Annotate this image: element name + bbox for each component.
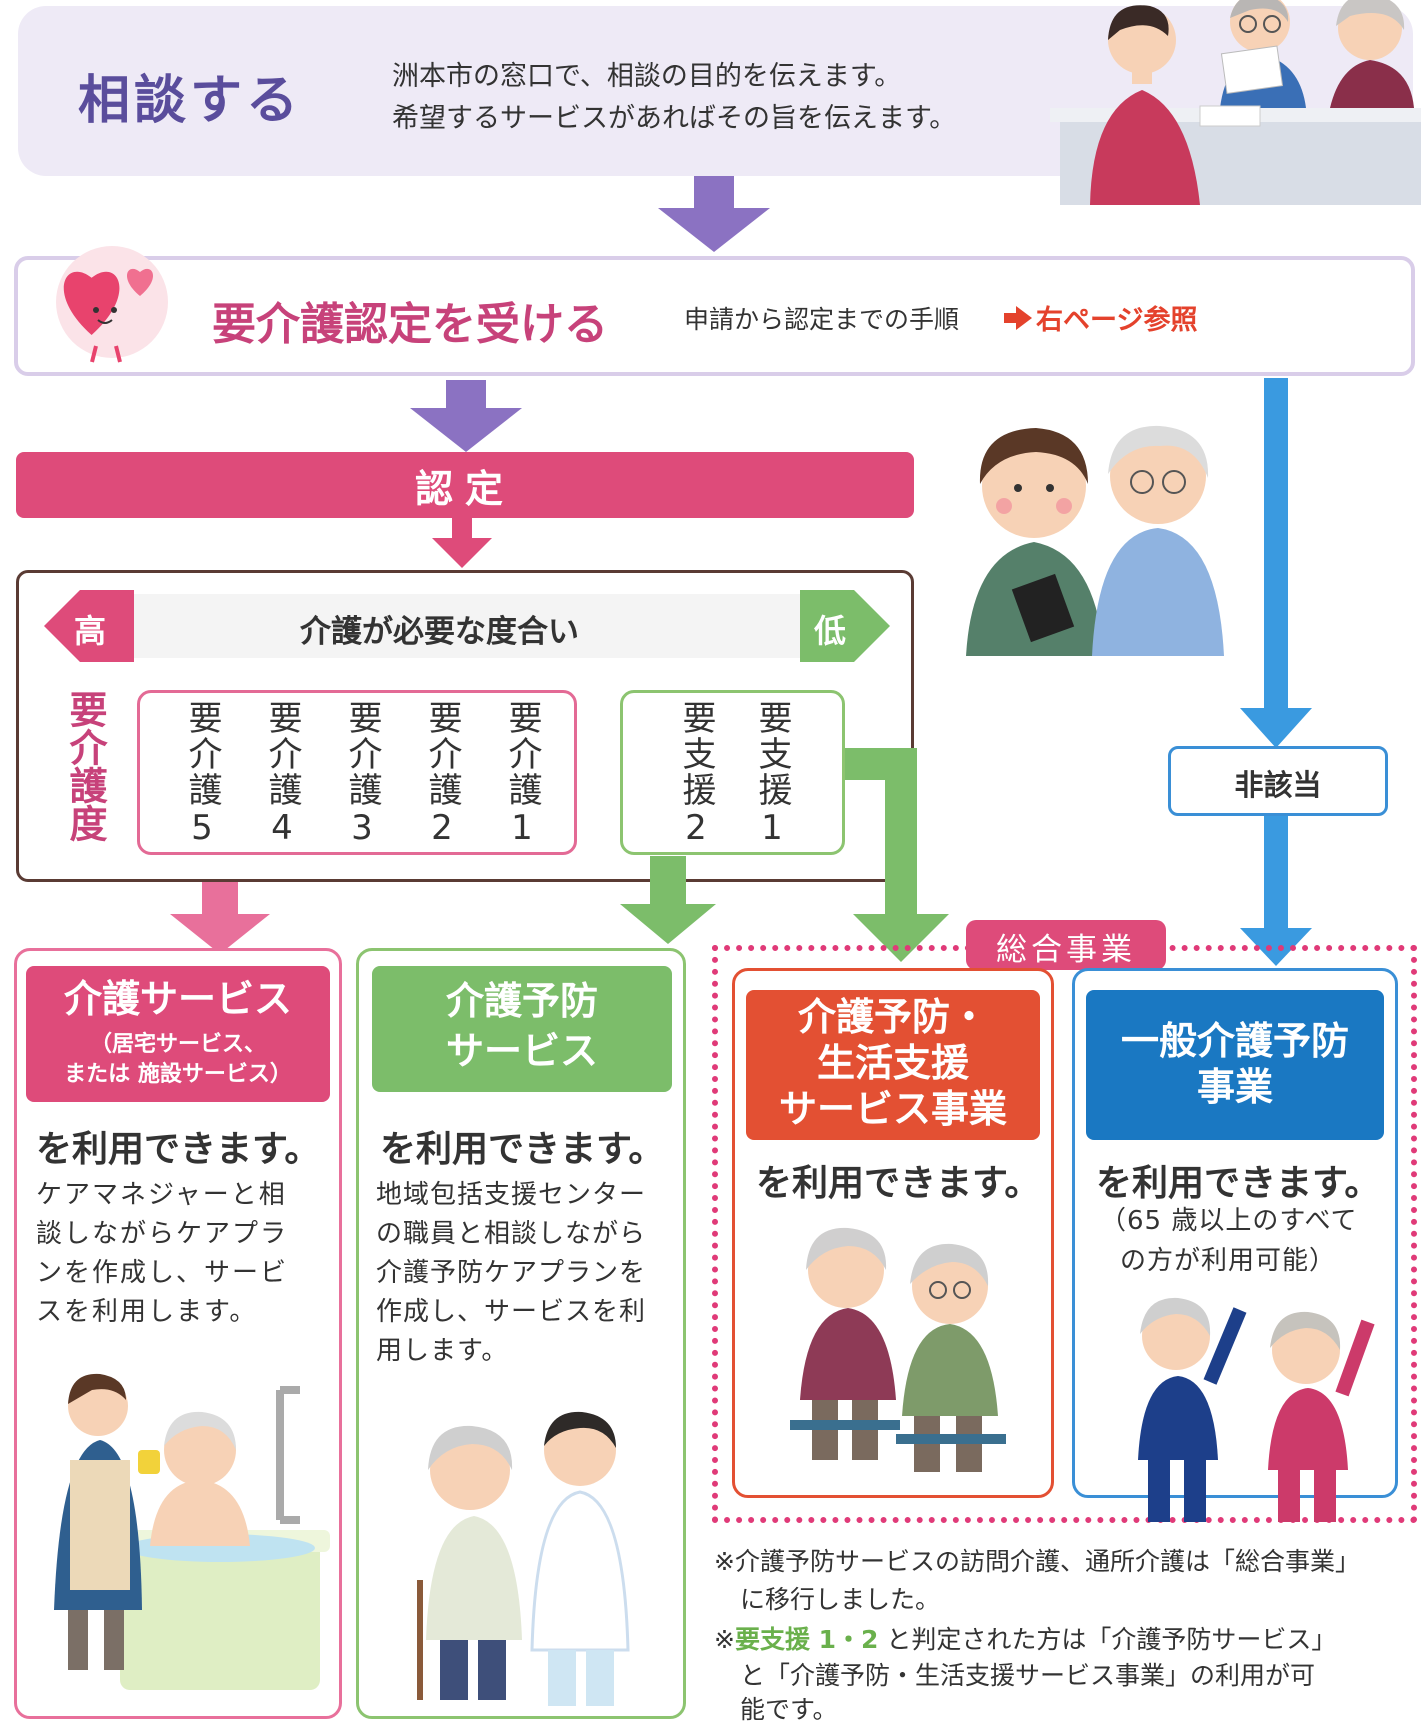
general-prevention-title2: 事業 (1196, 1065, 1273, 1109)
arrow-down-icon (1240, 378, 1312, 748)
general-prevention-desc-line: の方が利用可能） (1120, 1246, 1337, 1276)
stretching-seniors-illustration (1138, 1297, 1375, 1522)
consult-text-line2: 希望するサービスがあればその旨を伝えます。 (392, 103, 957, 134)
support-level-2: 要支援2 (676, 700, 716, 850)
prevention-service-title1: 介護予防 (445, 979, 598, 1023)
note-line: と「介護予防・生活支援サービス事業」の利用が可 (740, 1661, 1316, 1690)
consult-title: 相談する (78, 71, 303, 131)
note-line: ※介護予防サービスの訪問介護、通所介護は「総合事業」 (714, 1547, 1360, 1576)
care-service-desc-line: スを利用します。 (36, 1297, 258, 1327)
care-level-5: 要介護5 (182, 700, 222, 850)
bathing-assistance-illustration (54, 1373, 330, 1690)
procedure-note: 申請から認定までの手順 (684, 305, 960, 334)
care-degree-scale (44, 590, 890, 662)
certification-label: 認定 (414, 467, 515, 511)
note-prefix: ※ (714, 1625, 735, 1654)
heart-mascot-icon (56, 246, 168, 363)
general-prevention-use: を利用できます。 (1096, 1163, 1381, 1204)
general-prevention-header: 一般介護予防 事業 (1086, 990, 1384, 1140)
comprehensive-program-tag (966, 920, 1166, 970)
not-applicable-label: 非該当 (1234, 768, 1322, 802)
not-applicable-box (1168, 746, 1388, 816)
prevention-service-desc-line: 作成し、サービスを利 (376, 1297, 647, 1327)
arrow-down-icon (432, 518, 492, 568)
care-level-3: 要介護3 (342, 700, 382, 850)
general-prevention-title1: 一般介護予防 (1120, 1019, 1349, 1063)
consult-text-line1: 洲本市の窓口で、相談の目的を伝えます。 (392, 61, 902, 92)
walking-assistance-illustration (417, 1411, 630, 1706)
care-degree-label: 介護が必要な度合い (300, 614, 579, 650)
certification-step-panel (14, 256, 1415, 376)
care-service-sub1: （居宅サービス、 (89, 1032, 266, 1057)
prevention-service-use: を利用できます。 (380, 1129, 665, 1170)
care-service-desc-line: ンを作成し、サービ (36, 1258, 289, 1288)
general-prevention-desc-line: （65 歳以上のすべて (1100, 1206, 1358, 1236)
comprehensive-program-label: 総合事業 (996, 932, 1136, 968)
prevention-service-desc-line: 地域包括支援センター (376, 1180, 647, 1210)
consultation-illustration (1050, 0, 1421, 205)
caregiver-illustration (966, 425, 1224, 656)
care-level-2: 要介護2 (422, 700, 462, 850)
note-line: に移行しました。 (740, 1585, 941, 1614)
arrow-down-icon (620, 856, 716, 944)
care-service-use: を利用できます。 (36, 1129, 321, 1170)
daily-support-use: を利用できます。 (756, 1163, 1041, 1204)
arrow-down-icon (170, 882, 270, 954)
care-level-row-label: 要介護度 (63, 690, 107, 842)
exercising-seniors-illustration (790, 1227, 1006, 1472)
daily-support-title1: 介護予防・ (797, 995, 988, 1039)
note-highlight: 要支援 1・2 (734, 1625, 879, 1654)
care-service-header: 介護サービス （居宅サービス、 または 施設サービス） (26, 966, 330, 1102)
arrow-down-icon (1240, 816, 1312, 966)
daily-support-title2: 生活支援 (816, 1041, 969, 1085)
certification-step-title: 要介護認定を受ける (212, 299, 608, 350)
low-label: 低 (814, 612, 847, 650)
note-line: ※要支援 1・2 と判定された方は「介護予防サービス」 (714, 1620, 1336, 1656)
support-required-group (620, 690, 845, 855)
daily-support-title3: サービス事業 (778, 1087, 1007, 1131)
care-service-title: 介護サービス (63, 977, 292, 1021)
prevention-service-desc-line: 用します。 (376, 1336, 509, 1366)
certification-bar (16, 452, 914, 518)
care-level-1: 要介護1 (502, 700, 542, 850)
daily-support-service-header: 介護予防・ 生活支援 サービス事業 (746, 990, 1040, 1140)
note-line: 能です。 (740, 1695, 838, 1724)
care-required-group (137, 690, 577, 855)
care-service-sub2: または 施設サービス） (64, 1062, 292, 1087)
support-level-1: 要支援1 (752, 700, 792, 850)
care-level-4: 要介護4 (262, 700, 302, 850)
arrow-down-icon (410, 380, 522, 452)
high-label: 高 (74, 612, 107, 650)
arrow-right-icon (1004, 306, 1032, 330)
prevention-service-desc-line: の職員と相談しながら (376, 1219, 647, 1249)
arrow-down-icon (658, 176, 770, 252)
care-service-desc-line: ケアマネジャーと相 (36, 1180, 287, 1210)
prevention-service-title2: サービス (445, 1029, 598, 1073)
arrow-elbow-icon (845, 748, 949, 962)
prevention-service-header: 介護予防 サービス (372, 966, 672, 1092)
note-rest: と判定された方は「介護予防サービス」 (878, 1625, 1337, 1654)
prevention-service-desc-line: 介護予防ケアプランを (376, 1258, 647, 1288)
care-service-desc-line: 談しながらケアプラ (36, 1219, 289, 1249)
see-right-page-link[interactable]: 右ページ参照 (1036, 305, 1198, 336)
